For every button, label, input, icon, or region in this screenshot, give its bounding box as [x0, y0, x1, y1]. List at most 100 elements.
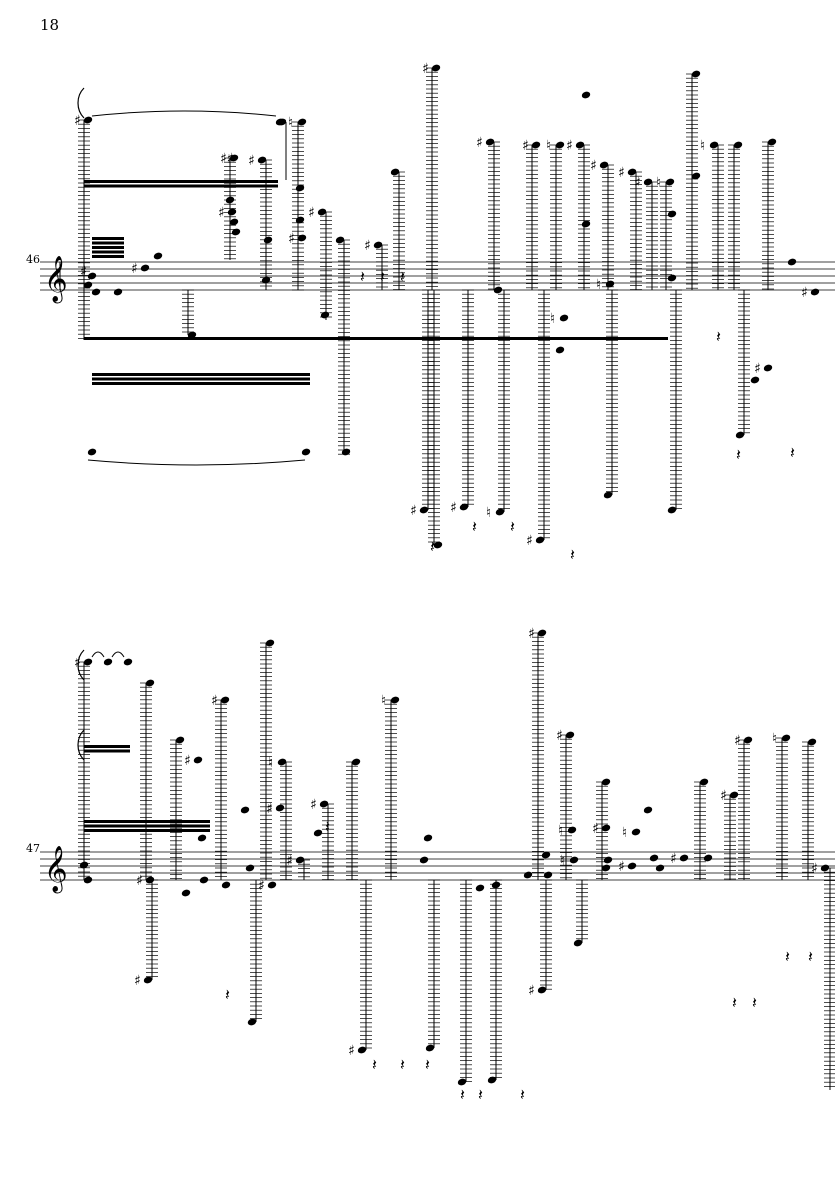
system-2: 𝄞47♯♯♯♯♯♮♯♯♯♯♯♮♯♯♯♮♮♯♮♯♯♯♯♮♯𝄽𝄽𝄽𝄽𝄽𝄽𝄽𝄽𝄽𝄽𝄽𝄽: [26, 626, 835, 1104]
note-head: [810, 288, 820, 296]
note-head: [559, 314, 569, 322]
note-head: [459, 503, 469, 511]
note-head: [601, 864, 611, 872]
note-head: [229, 218, 239, 226]
note-head: [83, 281, 93, 289]
accidental: ♯: [364, 238, 371, 254]
accidental: ♯: [592, 821, 599, 837]
tie: [91, 651, 105, 658]
accidental: ♮: [381, 693, 386, 709]
note-head: [295, 216, 305, 224]
accidental: ♮: [550, 311, 555, 327]
accidental: ♯: [618, 165, 625, 181]
accidental: ♯: [618, 859, 625, 875]
accidental: ♯: [422, 61, 429, 77]
slur: [77, 87, 85, 119]
note-head: [569, 856, 579, 864]
tie: [87, 459, 306, 466]
accidental: ♯: [566, 138, 573, 154]
accidental: ♯: [526, 533, 533, 549]
note-head: [425, 1044, 435, 1052]
note-head: [523, 871, 533, 879]
note-head: [735, 431, 745, 439]
beam: [92, 241, 124, 245]
note-head: [655, 864, 665, 872]
treble-clef: 𝄞: [44, 256, 68, 304]
note-head: [495, 508, 505, 516]
beam: [84, 337, 668, 340]
note-head: [153, 252, 163, 260]
note-head: [221, 881, 231, 889]
accidental: ♮: [560, 853, 565, 869]
note-head: [313, 829, 323, 837]
note-head: [87, 448, 97, 456]
note-head: [543, 871, 553, 879]
accidental: ♯♯: [220, 151, 234, 167]
accidental: ♯: [286, 853, 293, 869]
beam: [84, 749, 130, 753]
measure-number: 46: [26, 253, 40, 266]
rest-symbol: 𝄽: [716, 327, 721, 346]
note-head: [541, 851, 551, 859]
accidental: ♯: [218, 205, 225, 221]
note-head: [537, 986, 547, 994]
note-head: [87, 272, 97, 280]
accidental: ♯: [528, 983, 535, 999]
note-head: [603, 856, 613, 864]
note-head: [555, 346, 565, 354]
beam: [84, 745, 130, 748]
rest-symbol: 𝄽: [520, 1085, 525, 1104]
note-head: [277, 118, 287, 126]
note-head: [143, 976, 153, 984]
accidental: ♯: [184, 753, 191, 769]
rest-symbol: 𝄽: [752, 993, 757, 1012]
rest-symbol: 𝄽: [400, 267, 405, 286]
note-head: [295, 184, 305, 192]
note-head: [457, 1078, 467, 1086]
note-head: [341, 448, 351, 456]
note-head: [627, 862, 637, 870]
note-head: [103, 658, 113, 666]
note-head: [231, 228, 241, 236]
accidental: ♯: [811, 861, 818, 877]
note-head: [140, 264, 150, 272]
rest-symbol: 𝄽: [372, 1055, 377, 1074]
note-head: [225, 196, 235, 204]
note-head: [703, 854, 713, 862]
accidental: ♮: [622, 825, 627, 841]
accidental: ♯: [308, 205, 315, 221]
note-head: [247, 1018, 257, 1026]
rest-symbol: 𝄽: [380, 267, 385, 286]
rest-symbol: 𝄽: [360, 267, 365, 286]
note-head: [691, 172, 701, 180]
rest-symbol: 𝄽: [472, 517, 477, 536]
accidental: ♯: [288, 231, 295, 247]
accidental: ♯: [450, 500, 457, 516]
note-head: [581, 91, 591, 99]
note-head: [475, 884, 485, 892]
note-head: [181, 889, 191, 897]
rest-symbol: 𝄽: [425, 1055, 430, 1074]
treble-clef: 𝄞: [44, 846, 68, 894]
beam: [92, 373, 310, 376]
accidental: ♯: [348, 1043, 355, 1059]
accidental: ♮: [546, 138, 551, 154]
slur: [77, 729, 85, 761]
accidental: ♮: [596, 277, 601, 293]
accidental: ♯: [734, 733, 741, 749]
note-head: [679, 854, 689, 862]
accidental: ♯: [131, 261, 138, 277]
note-head: [187, 331, 197, 339]
note-head: [320, 311, 330, 319]
note-head: [79, 861, 89, 869]
note-head: [581, 220, 591, 228]
slur: [77, 649, 85, 681]
note-head: [667, 210, 677, 218]
accidental: ♯: [522, 138, 529, 154]
accidental: ♯: [634, 175, 641, 191]
note-head: [787, 258, 797, 266]
accidental: ♮: [772, 731, 777, 747]
note-head: [261, 276, 271, 284]
note-head: [199, 876, 209, 884]
